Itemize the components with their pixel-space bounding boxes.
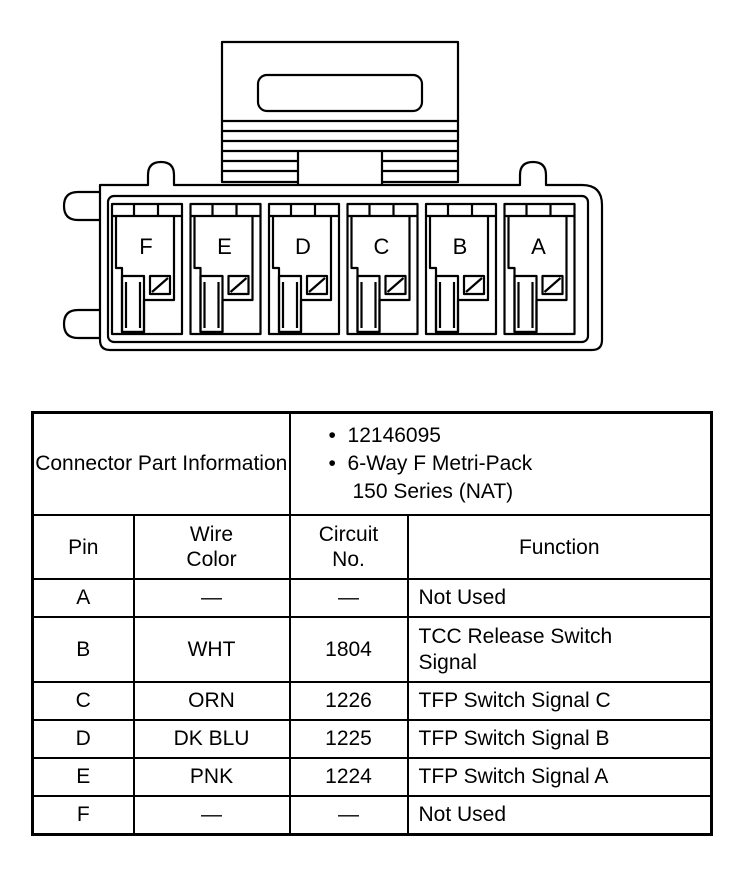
header-pin: Pin bbox=[31, 514, 135, 580]
wire-color-cell: DK BLU bbox=[132, 719, 291, 759]
pin-label-f: F bbox=[139, 234, 152, 259]
header-wire-color: Wire Color bbox=[132, 514, 291, 580]
wire-color-cell: — bbox=[132, 578, 291, 618]
circuit-cell: — bbox=[288, 578, 409, 618]
part-description-line1: 6-Way F Metri-Pack bbox=[347, 452, 533, 475]
table-row: E PNK 1224 TFP Switch Signal A bbox=[31, 757, 713, 797]
function-cell: TFP Switch Signal B bbox=[406, 719, 713, 759]
function-cell: Not Used bbox=[406, 578, 713, 618]
wire-color-cell: PNK bbox=[132, 757, 291, 797]
pin-cell: C bbox=[31, 681, 135, 721]
circuit-cell: 1224 bbox=[288, 757, 409, 797]
circuit-cell: — bbox=[288, 795, 409, 836]
bullet-2: • bbox=[328, 452, 336, 475]
part-description-line2: 150 Series (NAT) bbox=[352, 480, 514, 503]
wire-color-cell: WHT bbox=[132, 616, 291, 683]
function-cell: TCC Release Switch Signal bbox=[406, 616, 713, 683]
table-row: B WHT 1804 TCC Release Switch Signal bbox=[31, 616, 713, 683]
connector-part-details: • 12146095 • 6-Way F Metri-Pack 150 Seri… bbox=[288, 411, 713, 516]
pin-label-c: C bbox=[374, 234, 390, 259]
pin-cavity-f: F bbox=[110, 202, 184, 336]
table-row: F — — Not Used bbox=[31, 795, 713, 836]
wire-color-cell: — bbox=[132, 795, 291, 836]
bullet-1: • bbox=[328, 424, 336, 447]
function-cell: TFP Switch Signal C bbox=[406, 681, 713, 721]
connector-latch bbox=[220, 40, 460, 191]
part-number: 12146095 bbox=[347, 424, 441, 447]
pin-cavity-e: E bbox=[189, 202, 262, 336]
pin-label-e: E bbox=[217, 234, 232, 259]
pin-label-a: A bbox=[531, 234, 546, 259]
connector-part-info-label: Connector Part Information bbox=[31, 411, 291, 516]
pin-label-d: D bbox=[295, 234, 311, 259]
header-function: Function bbox=[406, 514, 713, 580]
pin-cavity-d: D bbox=[267, 202, 341, 336]
pin-cell: A bbox=[31, 578, 135, 618]
table-row: A — — Not Used bbox=[31, 578, 713, 618]
pin-cavity-a: A bbox=[503, 202, 576, 336]
table-header-row: Pin Wire Color Circuit No. Function bbox=[31, 514, 713, 580]
circuit-cell: 1225 bbox=[288, 719, 409, 759]
header-circuit-no: Circuit No. bbox=[288, 514, 409, 580]
function-cell: TFP Switch Signal A bbox=[406, 757, 713, 797]
wire-color-cell: ORN bbox=[132, 681, 291, 721]
function-cell: Not Used bbox=[406, 795, 713, 836]
circuit-cell: 1226 bbox=[288, 681, 409, 721]
pin-cell: F bbox=[31, 795, 135, 836]
pin-label-b: B bbox=[453, 234, 468, 259]
connector-pinout-table: Connector Part Information • 12146095 • … bbox=[31, 411, 714, 836]
table-row: C ORN 1226 TFP Switch Signal C bbox=[31, 681, 713, 721]
info-label-text: Connector Part Information bbox=[35, 452, 288, 475]
pin-cavity-c: C bbox=[346, 202, 419, 336]
circuit-cell: 1804 bbox=[288, 616, 409, 683]
table-row: D DK BLU 1225 TFP Switch Signal B bbox=[31, 719, 713, 759]
pin-cell: B bbox=[31, 616, 135, 683]
pin-cell: E bbox=[31, 757, 135, 797]
pin-cavity-b: B bbox=[424, 202, 498, 336]
pin-cell: D bbox=[31, 719, 135, 759]
